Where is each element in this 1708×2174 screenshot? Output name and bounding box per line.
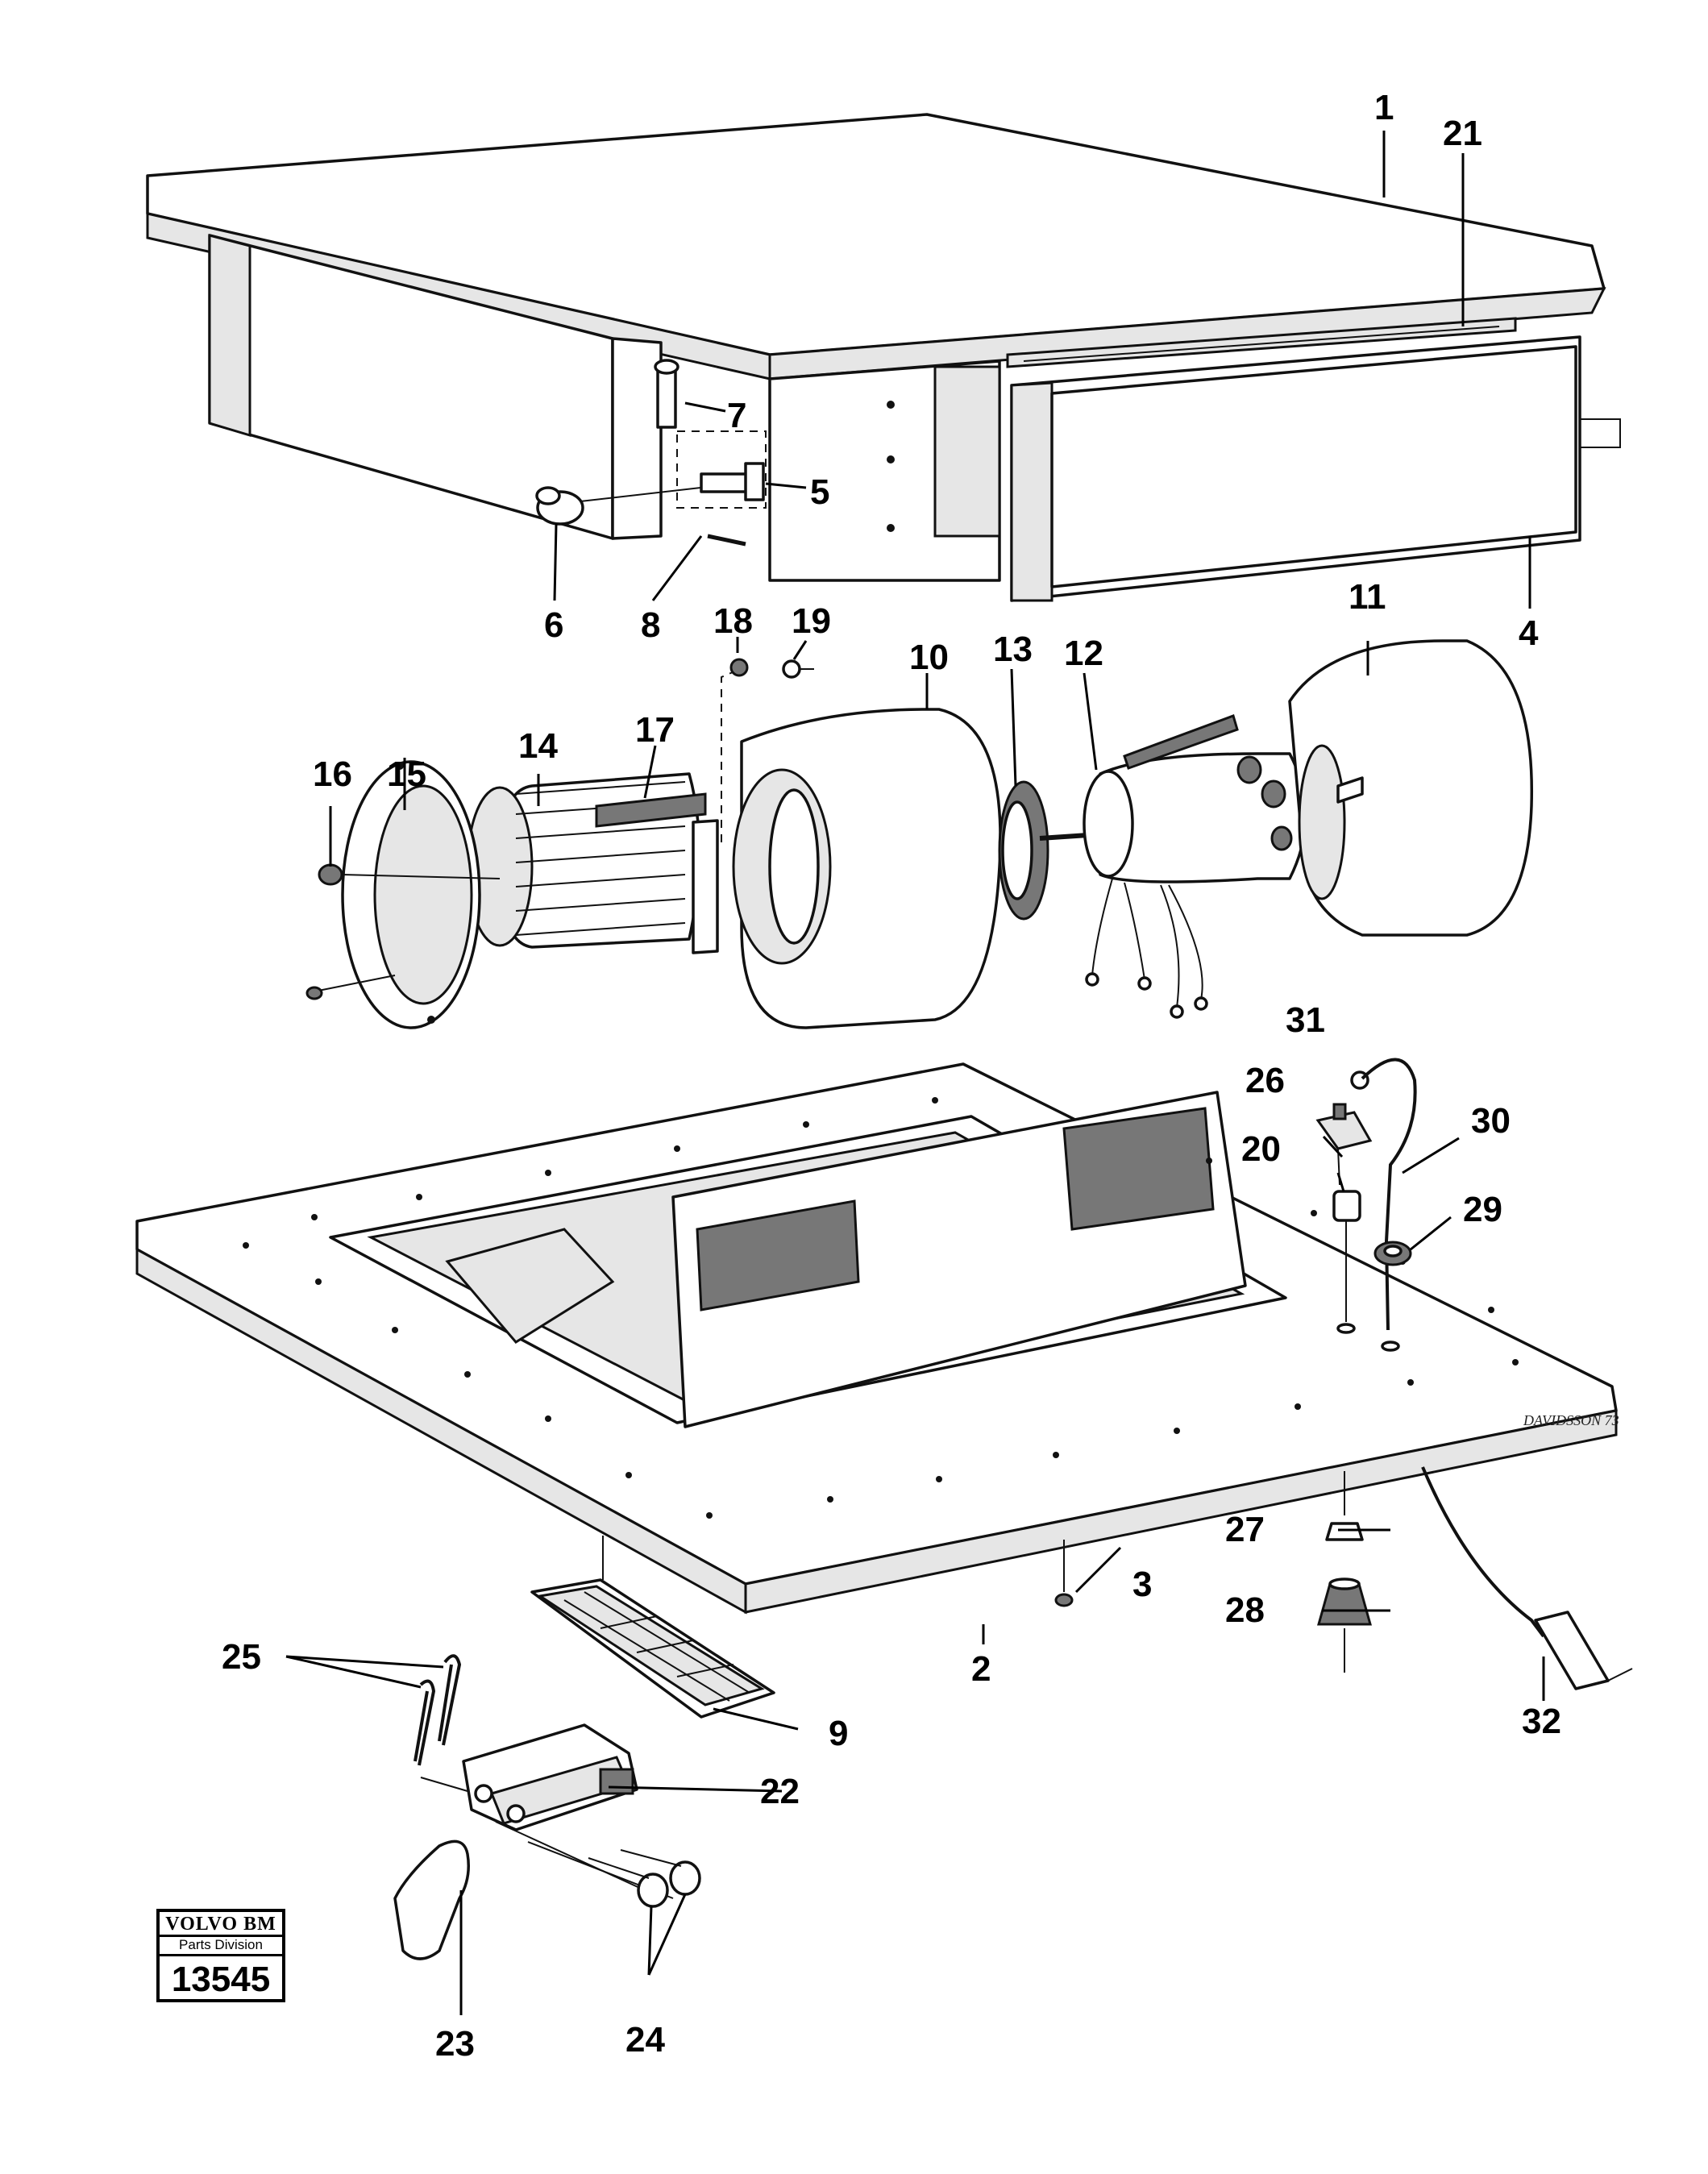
part-22-hinge (462, 1723, 638, 1831)
callout-17: 17 (635, 710, 675, 750)
part-11-fan-housing-right (1123, 639, 1534, 937)
callout-28: 28 (1225, 1590, 1265, 1630)
callout-11: 11 (1349, 577, 1386, 617)
callout-22: 22 (760, 1772, 800, 1811)
callout-5: 5 (810, 472, 829, 512)
callout-4: 4 (1519, 613, 1539, 653)
part-1-roof-cover (146, 113, 1606, 582)
artist-signature: DAVIDSSON 73 (1523, 1412, 1619, 1428)
callout-27: 27 (1225, 1510, 1265, 1549)
callout-21: 21 (1443, 114, 1482, 153)
callout-29: 29 (1463, 1190, 1502, 1229)
callout-16: 16 (313, 754, 352, 794)
part-5-screw (580, 462, 765, 502)
callout-24: 24 (625, 2020, 665, 2060)
volvo-bm-parts-logo: VOLVO BM Parts Division 13545 (156, 1909, 285, 2002)
callout-8: 8 (641, 605, 660, 645)
callout-15: 15 (387, 754, 426, 794)
logo-brand: VOLVO BM (160, 1914, 282, 1937)
part-16-nut (305, 863, 501, 1000)
callout-30: 30 (1471, 1101, 1511, 1141)
part-28-knob (1317, 1578, 1372, 1673)
callout-10: 10 (909, 638, 949, 677)
leader-lines (285, 131, 1545, 2015)
part-24-pins (495, 1821, 701, 1908)
part-26-switch (1315, 1103, 1373, 1186)
callout-2: 2 (971, 1649, 991, 1689)
callout-19: 19 (792, 601, 831, 641)
part-15-flange (341, 760, 481, 1029)
callout-1: 1 (1374, 88, 1394, 127)
callout-7: 7 (727, 396, 746, 435)
callout-labels: 1 21 7 5 6 8 4 18 19 10 11 13 12 17 14 1… (222, 88, 1561, 2064)
part-20-spacer (1332, 1190, 1361, 1322)
logo-number: 13545 (160, 1954, 282, 2003)
part-17-bracket (595, 668, 741, 954)
part-19-screw (782, 659, 814, 679)
callout-12: 12 (1064, 634, 1103, 673)
part-23-clip (393, 1839, 470, 1960)
part-9-grille (530, 1536, 775, 1719)
callout-26: 26 (1245, 1061, 1285, 1100)
callout-6: 6 (544, 605, 563, 645)
part-4-side-panel (1010, 335, 1621, 602)
callout-20: 20 (1241, 1129, 1281, 1169)
callout-13: 13 (993, 630, 1033, 669)
callout-32: 32 (1522, 1702, 1561, 1741)
callout-31: 31 (1286, 1000, 1325, 1040)
part-21-filter (1006, 317, 1517, 368)
callout-9: 9 (829, 1714, 848, 1753)
part-10-fan-housing-left (732, 708, 1002, 1029)
part-8-pin (707, 534, 746, 547)
part-7-bolt (654, 359, 679, 429)
callout-23: 23 (435, 2024, 475, 2064)
part-12-motor (1039, 752, 1307, 1019)
callout-3: 3 (1132, 1565, 1152, 1604)
logo-division: Parts Division (179, 1937, 263, 1952)
part-30-cable (1361, 1058, 1417, 1331)
part-32-connector (1421, 1466, 1633, 1690)
part-25-split-pins (413, 1654, 468, 1792)
callout-25: 25 (222, 1637, 261, 1677)
part-3-screw (1054, 1540, 1074, 1607)
part-2-base-plate (135, 1062, 1618, 1615)
part-13-hub (998, 780, 1049, 921)
callout-14: 14 (518, 726, 558, 766)
part-18-nut (729, 658, 749, 677)
callout-18: 18 (713, 601, 753, 641)
part-27-nut (1325, 1471, 1364, 1541)
part-6-wing-nut (535, 486, 584, 526)
part-29-grommet (1373, 1241, 1412, 1266)
